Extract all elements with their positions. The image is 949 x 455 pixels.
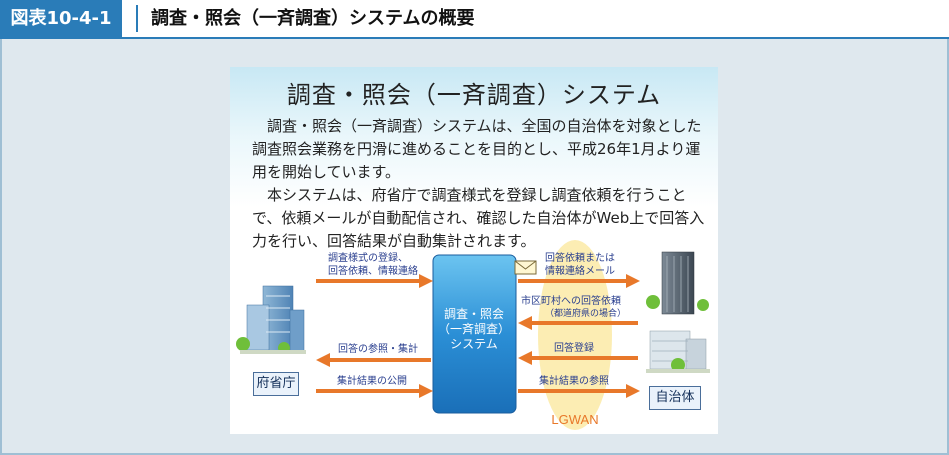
label-mail-line2: 情報連絡メール (545, 264, 615, 277)
lgwan-label: LGWAN (551, 412, 598, 427)
label-register-line1: 調査様式の登録、 (328, 251, 408, 264)
arrow-reference-from-system (316, 353, 431, 367)
ministry-building-icon (236, 285, 306, 354)
municipality-label: 自治体 (649, 386, 701, 410)
municipality-building-icon (646, 251, 710, 373)
label-reference: 回答の参照・集計 (338, 342, 418, 355)
label-result: 集計結果の参照 (539, 374, 609, 387)
label-publish: 集計結果の公開 (337, 374, 407, 387)
figure-header: 図表10-4-1 調査・照会（一斉調査）システムの概要 (0, 0, 949, 39)
figure-title: 調査・照会（一斉調査）システムの概要 (151, 8, 475, 29)
arrow-result-to-municipality (518, 384, 640, 398)
arrow-request-from-municipality (518, 316, 638, 330)
label-answer: 回答登録 (554, 341, 594, 354)
arrow-mail-to-municipality (518, 274, 640, 288)
description-paragraph-2: 本システムは、府省庁で調査様式を登録し調査依頼を行うことで、依頼メールが自動配信… (252, 186, 705, 250)
label-mail-line1: 回答依頼または (545, 251, 615, 264)
arrow-publish-to-system (316, 384, 433, 398)
mail-envelope-icon (514, 260, 537, 275)
description-paragraph-1: 調査・照会（一斉調査）システムは、全国の自治体を対象とした調査照会業務を円滑に進… (252, 117, 702, 181)
figure-frame (0, 39, 949, 455)
lgwan-network (538, 240, 612, 430)
ministry-label: 府省庁 (253, 372, 299, 396)
arrow-answer-from-municipality (518, 351, 638, 365)
label-request-line1: 市区町村への回答依頼 (521, 294, 621, 307)
system-box (432, 254, 517, 414)
panel-title: 調査・照会（一斉調査）システム (286, 81, 662, 109)
arrow-register-to-system (316, 274, 433, 288)
system-label-line1: 調査・照会 (444, 307, 504, 321)
system-label-line3: システム (450, 337, 498, 351)
label-register-line2: 回答依頼、情報連絡 (328, 264, 418, 277)
header-divider (136, 5, 138, 32)
system-label-line2: （一斉調査） (438, 321, 510, 336)
figure-number: 図表10-4-1 (0, 0, 122, 37)
label-request-line2: （都道府県の場合） (545, 307, 626, 319)
